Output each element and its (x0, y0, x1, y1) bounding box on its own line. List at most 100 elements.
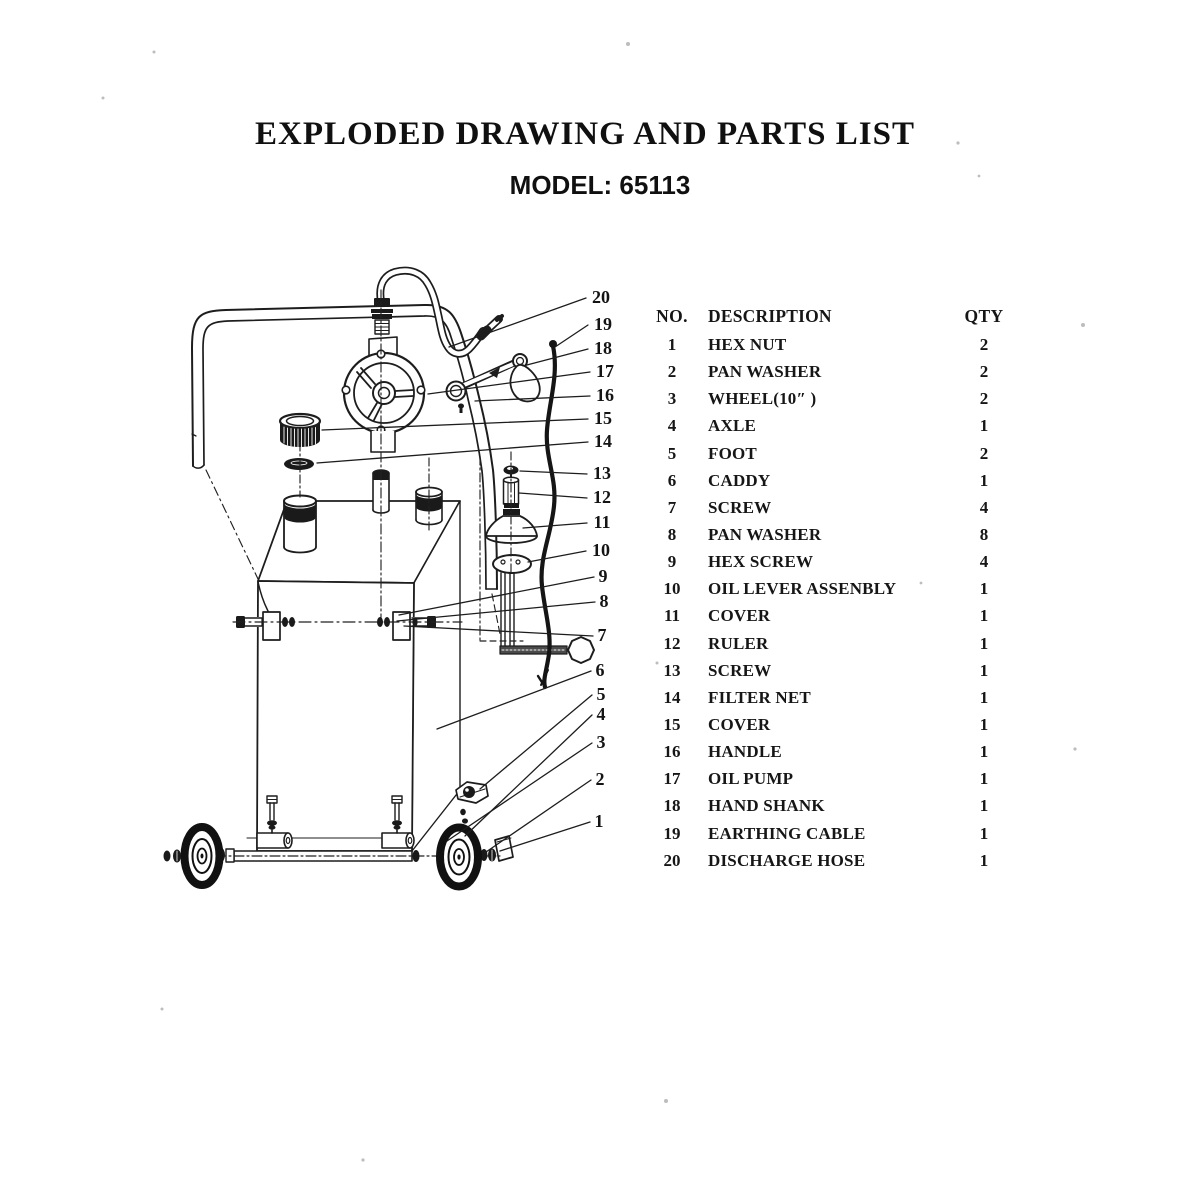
callout-number: 12 (593, 487, 611, 507)
callout-number: 3 (597, 732, 606, 752)
filter-net-housing-part (283, 494, 317, 554)
leader-line (396, 601, 596, 622)
callout-number: 14 (594, 431, 612, 451)
part-description-cell: RULER (708, 633, 769, 653)
foot-screw-right (391, 795, 403, 821)
part-description-cell: PAN WASHER (708, 362, 822, 382)
part-number-cell: 5 (667, 443, 677, 463)
leader-line (427, 371, 591, 395)
part-qty-cell: 1 (979, 660, 989, 680)
leader-line (485, 779, 592, 853)
table-row: 19 EARTHING CABLE 1 (648, 824, 1020, 851)
part-number-cell: 10 (663, 579, 681, 599)
part-description-cell: COVER (708, 714, 771, 734)
leader-line (398, 576, 595, 616)
part-description-cell: HAND SHANK (708, 796, 825, 816)
part-qty-cell: 1 (979, 606, 989, 626)
part-description-cell: DISCHARGE HOSE (708, 850, 866, 870)
part-qty-cell: 2 (979, 443, 989, 463)
foot-screw-washers (267, 820, 402, 834)
table-row: 2 PAN WASHER 2 (648, 362, 1020, 389)
leader-line (519, 470, 588, 475)
part-description-cell: EARTHING CABLE (708, 823, 866, 843)
part-qty-cell: 1 (979, 823, 989, 843)
part-number-cell: 13 (663, 660, 681, 680)
table-header: NO. DESCRIPTION QTY (648, 306, 1020, 335)
part-qty-cell: 4 (979, 552, 989, 572)
part-number-cell: 11 (663, 606, 681, 626)
part-description-cell: SCREW (708, 660, 772, 680)
part-description-cell: FILTER NET (708, 687, 811, 707)
part-number-cell: 12 (663, 633, 681, 653)
part-description-cell: COVER (708, 606, 771, 626)
foot-left-part (256, 832, 293, 849)
callout-number: 10 (592, 540, 610, 560)
part-number-cell: 15 (663, 714, 681, 734)
table-row: 11 COVER 1 (648, 606, 1020, 633)
callout-number: 11 (593, 512, 610, 532)
part-number-cell: 19 (663, 823, 681, 843)
callout-number: 17 (596, 361, 614, 381)
part-description-cell: OIL PUMP (708, 769, 794, 789)
foot-right-part (381, 832, 415, 849)
leader-lines (316, 297, 596, 853)
wheel-right-part (436, 823, 482, 891)
leader-line (436, 670, 592, 730)
callout-number: 1 (595, 811, 604, 831)
part-description-cell: SCREW (708, 497, 772, 517)
tank-bracket-left (262, 611, 281, 641)
callout-number: 8 (600, 591, 609, 611)
part-description-cell: CADDY (708, 470, 771, 490)
part-qty-cell: 1 (979, 579, 989, 599)
callout-number: 19 (594, 314, 612, 334)
part-qty-cell: 1 (979, 633, 989, 653)
callout-number: 9 (599, 566, 608, 586)
hand-shank-part (445, 353, 541, 413)
part-description-cell: HEX NUT (708, 335, 787, 354)
cover-knob-part (278, 412, 322, 448)
part-number-cell: 18 (663, 796, 681, 816)
model-number: MODEL: 65113 (509, 170, 691, 200)
part-qty-cell: 1 (979, 687, 989, 707)
col-header-no: NO. (656, 306, 688, 326)
col-header-description: DESCRIPTION (708, 306, 832, 326)
tank-part (246, 500, 461, 852)
part-number-cell: 2 (667, 362, 677, 382)
callout-number: 6 (596, 660, 605, 680)
part-qty-cell: 2 (979, 362, 989, 382)
part-description-cell: HANDLE (708, 742, 782, 762)
part-number-cell: 8 (667, 524, 677, 544)
foot-screw-left (266, 795, 278, 821)
callout-number: 16 (596, 385, 614, 405)
leader-line (446, 742, 593, 842)
oil-pump-part (341, 336, 426, 453)
leader-line (316, 441, 589, 464)
pan-washers-screwline (282, 617, 418, 627)
part-qty-cell: 4 (979, 497, 989, 517)
leader-line (499, 821, 591, 852)
callout-number: 7 (598, 625, 607, 645)
leader-line (518, 492, 588, 499)
handle-part (191, 303, 498, 590)
callout-number: 20 (592, 287, 610, 307)
callout-number: 5 (597, 684, 606, 704)
filter-washer-part (284, 458, 314, 470)
col-header-qty: QTY (964, 306, 1004, 326)
table-row: 13 SCREW 1 (648, 661, 1020, 688)
